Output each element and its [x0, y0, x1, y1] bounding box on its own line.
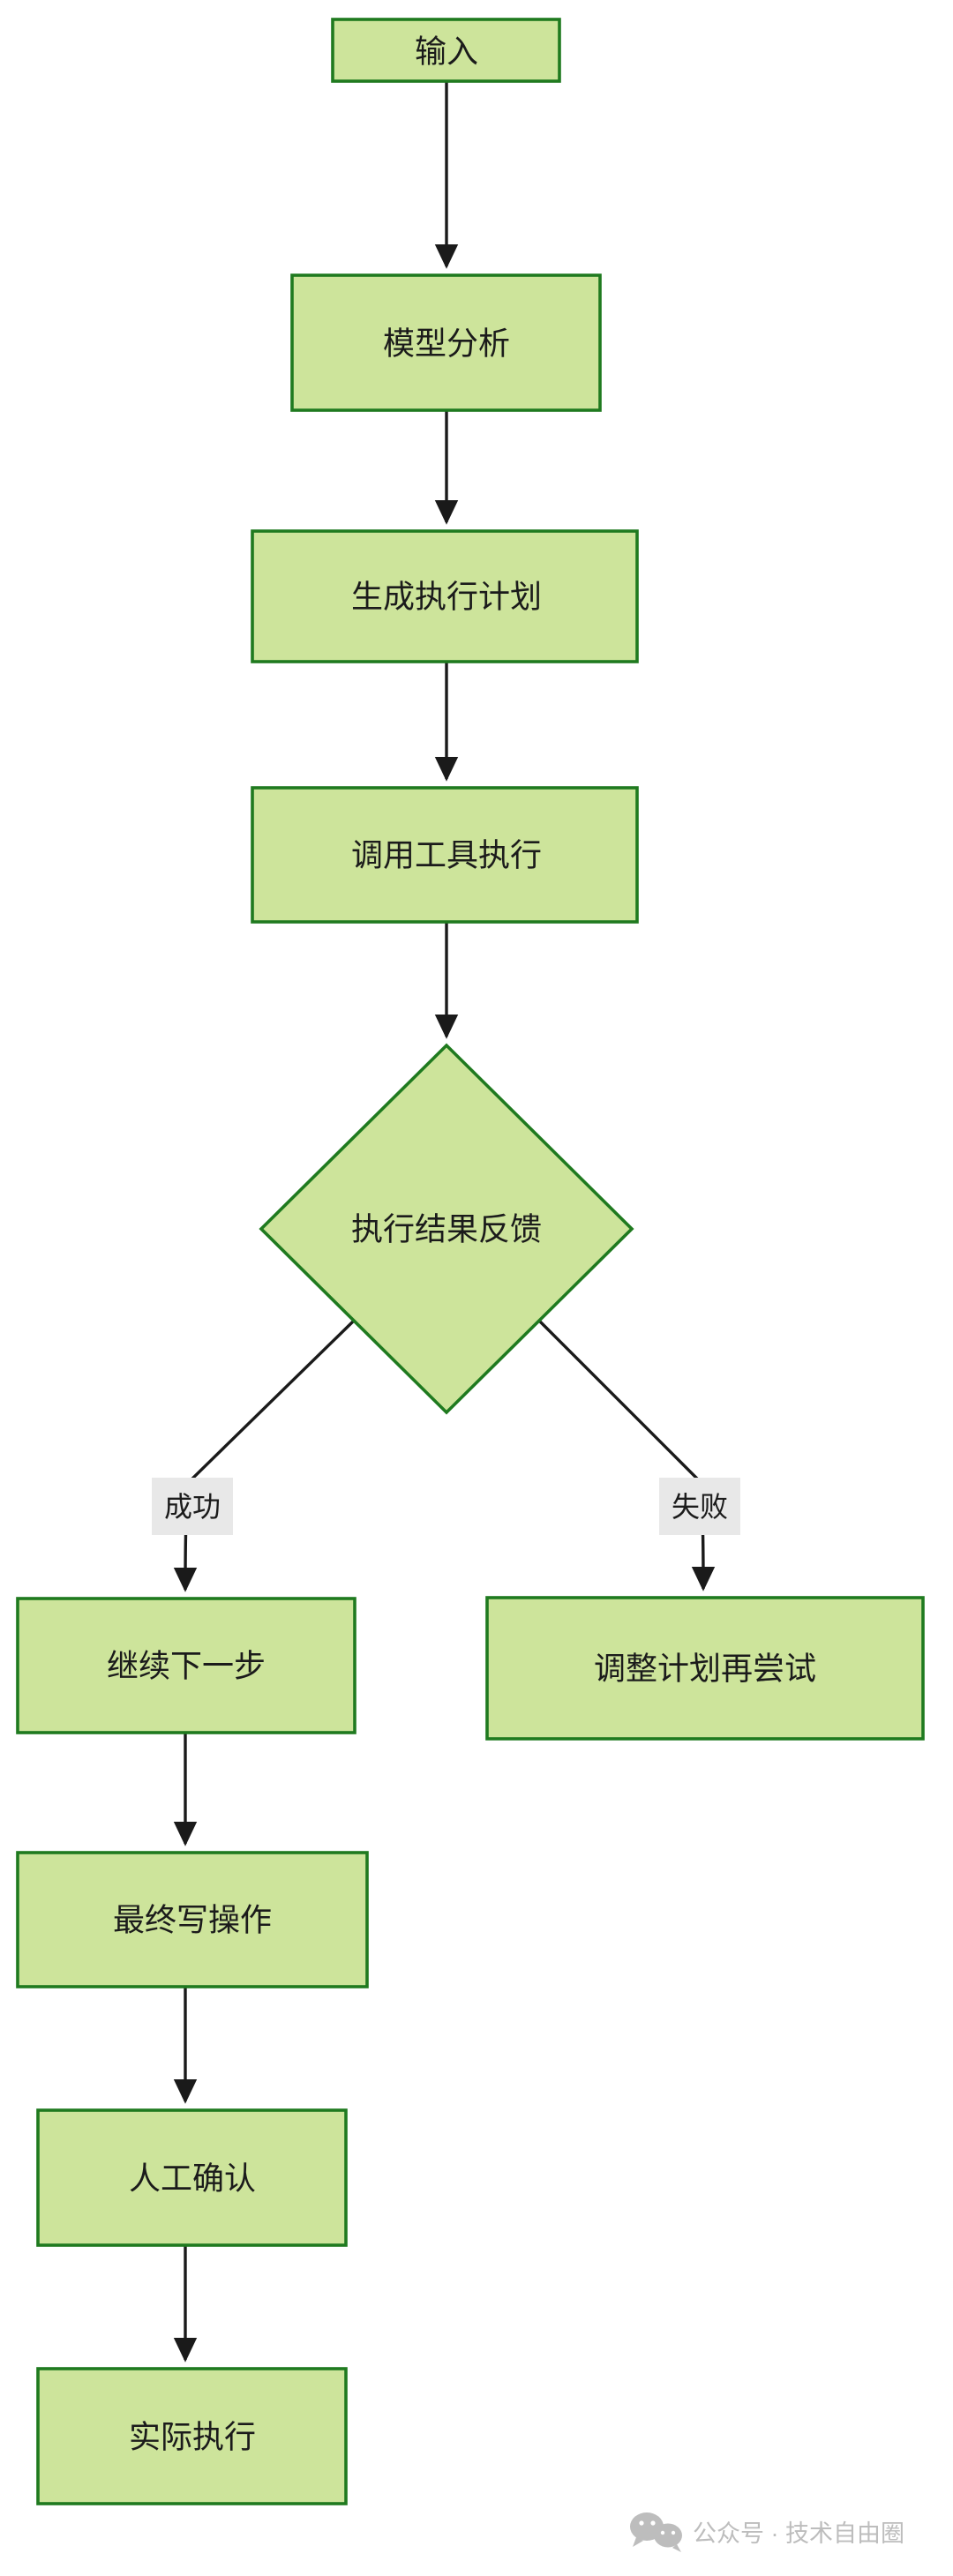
- node-execute[interactable]: 实际执行: [36, 2367, 348, 2505]
- node-plan[interactable]: 生成执行计划: [251, 529, 639, 663]
- wechat-icon: [630, 2512, 682, 2552]
- node-invoke[interactable]: 调用工具执行: [251, 786, 639, 924]
- node-confirm-label: 人工确认: [129, 2160, 256, 2197]
- node-next-label: 继续下一步: [107, 1648, 266, 1684]
- node-retry[interactable]: 调整计划再尝试: [485, 1596, 925, 1741]
- node-input-label: 输入: [415, 34, 478, 70]
- node-feedback-shape: [259, 1043, 634, 1415]
- node-write[interactable]: 最终写操作: [16, 1851, 369, 1988]
- edge-label-failure-bg: [659, 1478, 740, 1535]
- edge-feedback-to-retry: [538, 1320, 716, 1591]
- node-input[interactable]: 输入: [331, 18, 561, 83]
- edge-label-success-text: 成功: [164, 1491, 221, 1523]
- node-write-label: 最终写操作: [113, 1902, 272, 1938]
- edge-label-success-bg: [152, 1478, 233, 1535]
- node-execute-shape: [36, 2367, 348, 2505]
- edge-label-success: 成功: [152, 1478, 233, 1535]
- watermark: 公众号 · 技术自由圈: [630, 2512, 904, 2552]
- edge-feedback-to-next: [173, 1320, 355, 1592]
- node-retry-shape: [485, 1596, 925, 1741]
- node-plan-label: 生成执行计划: [351, 579, 542, 615]
- node-invoke-label: 调用工具执行: [351, 837, 542, 873]
- node-analyze-label: 模型分析: [383, 326, 510, 362]
- node-input-shape: [331, 18, 561, 83]
- node-plan-shape: [251, 529, 639, 663]
- node-feedback-label: 执行结果反馈: [351, 1211, 542, 1247]
- edge-label-failure-text: 失败: [672, 1491, 728, 1523]
- watermark-label: 公众号 · 技术自由圈: [693, 2520, 904, 2547]
- edge-label-failure: 失败: [659, 1478, 740, 1535]
- node-confirm-shape: [36, 2108, 348, 2247]
- node-confirm[interactable]: 人工确认: [36, 2108, 348, 2247]
- node-next-shape: [16, 1597, 356, 1734]
- node-retry-label: 调整计划再尝试: [594, 1651, 816, 1687]
- node-analyze-shape: [290, 273, 602, 412]
- node-feedback[interactable]: 执行结果反馈: [259, 1043, 634, 1415]
- node-analyze[interactable]: 模型分析: [290, 273, 602, 412]
- node-next[interactable]: 继续下一步: [16, 1597, 356, 1734]
- node-invoke-shape: [251, 786, 639, 924]
- node-execute-label: 实际执行: [129, 2419, 256, 2455]
- node-write-shape: [16, 1851, 369, 1988]
